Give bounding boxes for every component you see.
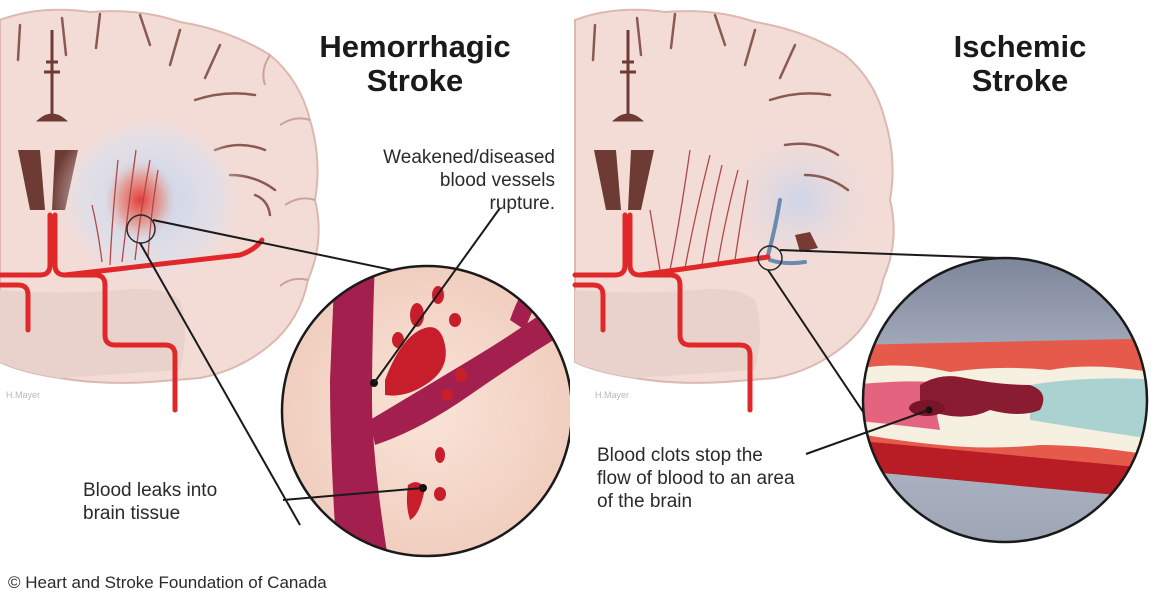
callout-line: Blood leaks into [83, 480, 218, 501]
ischemic-stroke-panel: Ischemic Stroke Blood clots stop the flo… [570, 0, 1158, 600]
hemorrhagic-stroke-panel: Hemorrhagic Stroke Weakened/diseased blo… [0, 0, 570, 600]
callout-line: rupture. [489, 193, 555, 214]
callout-line: flow of blood to an area [597, 468, 795, 489]
title-line-2: Stroke [366, 63, 464, 98]
brain-section [0, 8, 320, 413]
callout-blood-clots: Blood clots stop the flow of blood to an… [597, 444, 795, 513]
callout-line: blood vessels [439, 170, 555, 191]
hemorrhagic-brain-illustration [0, 8, 570, 558]
illustrator-credit: H.Mayer [6, 390, 41, 400]
clot-magnified-view [861, 256, 1149, 544]
title-line-2: Stroke [971, 63, 1069, 98]
hemorrhage-magnified-view [280, 264, 570, 558]
callout-blood-leaks: Blood leaks into brain tissue [83, 479, 217, 525]
illustrator-credit: H.Mayer [595, 390, 630, 400]
callout-vessels-rupture: Weakened/diseased blood vessels rupture. [325, 146, 555, 215]
callout-line: brain tissue [83, 503, 181, 524]
callout-line: Blood clots stop the [597, 445, 763, 466]
title-line-1: Ischemic [953, 29, 1087, 64]
callout-line: Weakened/diseased [383, 147, 555, 168]
ischemic-brain-illustration [572, 8, 1149, 544]
callout-line: of the brain [597, 491, 693, 512]
ischemic-title: Ischemic Stroke [915, 30, 1125, 98]
copyright-notice: © Heart and Stroke Foundation of Canada [8, 573, 327, 592]
title-line-1: Hemorrhagic [319, 29, 511, 64]
brain-section [572, 8, 895, 413]
hemorrhagic-title: Hemorrhagic Stroke [310, 30, 520, 98]
